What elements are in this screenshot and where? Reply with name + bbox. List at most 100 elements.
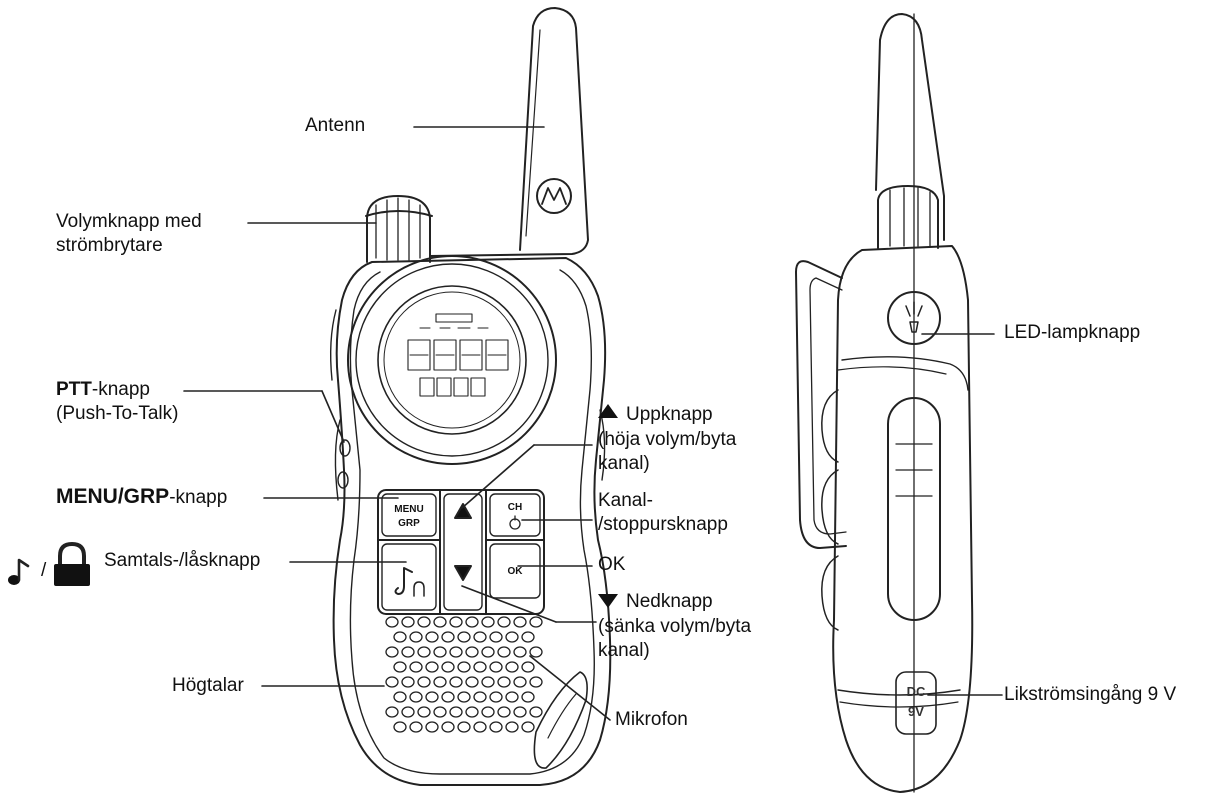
label-speaker: Högtalar [172, 675, 244, 696]
display-ring-outer [347, 255, 557, 465]
speaker-hole [449, 646, 463, 658]
speaker-hole [401, 646, 415, 658]
lcd-display [377, 285, 527, 435]
speaker-hole [417, 646, 431, 658]
speaker-hole [457, 721, 471, 733]
leader-lines [183, 126, 1003, 721]
speaker-hole [449, 616, 463, 628]
call-lock-button[interactable] [381, 543, 437, 611]
channel-stopwatch-button[interactable]: CH [489, 493, 541, 537]
speaker-hole [393, 721, 407, 733]
down-triangle-icon [454, 565, 472, 581]
label-ok: OK [598, 554, 626, 575]
motorola-logo-icon [536, 178, 572, 214]
speaker-hole [513, 616, 527, 628]
speaker-hole [417, 676, 431, 688]
speaker-hole [529, 616, 543, 628]
speaker-hole [513, 676, 527, 688]
side-body [832, 245, 974, 793]
speaker-hole [465, 706, 479, 718]
speaker-hole [505, 691, 519, 703]
label-volume-line1: Volymknapp med [56, 211, 202, 232]
speaker-hole [521, 691, 535, 703]
label-ptt-rest: -knapp [91, 379, 150, 400]
label-up-line3: kanal) [598, 453, 650, 474]
speaker-hole [425, 631, 439, 643]
speaker-hole [473, 661, 487, 673]
speaker-hole [393, 691, 407, 703]
label-ptt-line2: (Push-To-Talk) [56, 403, 179, 424]
dc-jack-text-1: DC [907, 684, 926, 699]
speaker-hole [473, 631, 487, 643]
speaker-hole [497, 676, 511, 688]
speaker-hole [497, 706, 511, 718]
label-call-sep: / [41, 560, 47, 581]
front-body [332, 257, 612, 786]
label-led: LED-lampknapp [1004, 322, 1141, 343]
speaker-hole [425, 721, 439, 733]
leader-up [461, 444, 535, 509]
leader-down [461, 585, 557, 623]
speaker-hole [521, 661, 535, 673]
speaker-hole [457, 631, 471, 643]
dc-jack-text-2: 9V [908, 704, 924, 719]
speaker-hole [393, 631, 407, 643]
speaker-hole [425, 691, 439, 703]
speaker-hole [409, 721, 423, 733]
speaker-hole [457, 661, 471, 673]
speaker-hole [489, 661, 503, 673]
speaker-hole [465, 646, 479, 658]
label-channel-line1: Kanal- [598, 490, 653, 511]
label-menu-rest: -knapp [169, 487, 228, 508]
speaker-hole [433, 616, 447, 628]
speaker-hole [401, 706, 415, 718]
speaker-hole [473, 691, 487, 703]
speaker-hole [409, 691, 423, 703]
menu-grp-button[interactable]: MENU GRP [381, 493, 437, 537]
speaker-hole [489, 691, 503, 703]
label-up-title: Uppknapp [626, 404, 713, 425]
speaker-hole [497, 616, 511, 628]
label-antenna: Antenn [305, 115, 366, 136]
speaker-grille [385, 616, 543, 733]
speaker-hole [513, 706, 527, 718]
speaker-hole [449, 676, 463, 688]
speaker-hole [409, 631, 423, 643]
speaker-hole [433, 706, 447, 718]
grp-button-text: GRP [398, 518, 420, 529]
speaker-hole [489, 721, 503, 733]
label-down-line3: kanal) [598, 640, 650, 661]
side-view: DC 9V [795, 13, 974, 793]
side-antenna [875, 13, 945, 241]
label-ptt: PTT-knapp [56, 379, 150, 401]
speaker-hole [481, 646, 495, 658]
leader-mic [529, 655, 611, 721]
speaker-hole [433, 646, 447, 658]
speaker-hole [441, 721, 455, 733]
label-down-line2: (sänka volym/byta [598, 616, 752, 637]
label-channel-line2: /stoppursknapp [598, 514, 728, 535]
speaker-hole [505, 631, 519, 643]
speaker-hole [529, 676, 543, 688]
speaker-hole [441, 691, 455, 703]
lcd-segments [407, 313, 509, 397]
ok-button[interactable]: OK [489, 543, 541, 599]
volume-knob [365, 195, 433, 263]
microphone-port [533, 671, 588, 769]
up-down-button[interactable] [443, 493, 483, 611]
speaker-hole [385, 706, 399, 718]
speaker-hole [529, 706, 543, 718]
up-label-triangle-icon [598, 404, 618, 418]
speaker-hole [529, 646, 543, 658]
speaker-hole [401, 676, 415, 688]
speaker-hole [505, 661, 519, 673]
label-menu-grp: MENU/GRP-knapp [56, 486, 227, 509]
leader-ptt-diag [321, 390, 345, 443]
label-call-lock: Samtals-/låsknapp [104, 550, 261, 571]
ok-button-text: OK [508, 566, 524, 577]
speaker-hole [513, 646, 527, 658]
speaker-hole [441, 631, 455, 643]
label-microphone: Mikrofon [615, 709, 688, 730]
speaker-hole [481, 676, 495, 688]
